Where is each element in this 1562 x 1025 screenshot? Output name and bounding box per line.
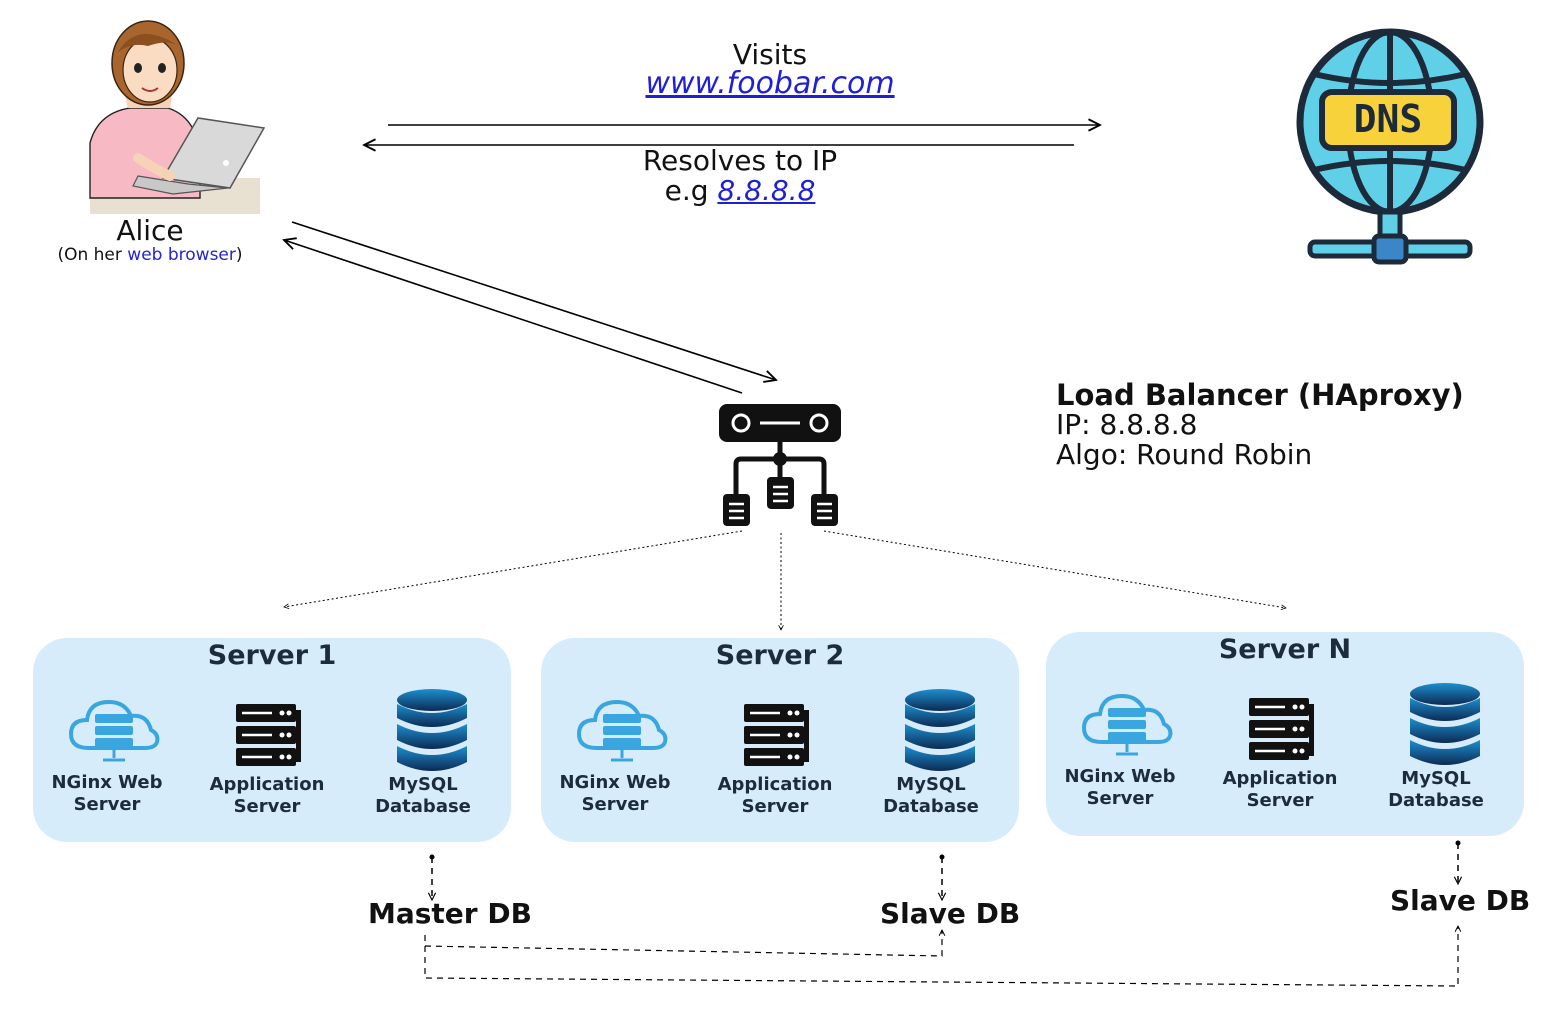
server-2-db-dot [939,854,945,860]
visits-url-link[interactable]: www.foobar.com [645,66,895,101]
server-2-title: Server 2 [715,640,845,671]
resolves-example: e.g 8.8.8.8 [600,176,880,206]
nginx-label-line2: Server [1086,788,1154,809]
mysql-database-icon [397,689,467,771]
load-balancer-algo: Algo: Round Robin [1056,438,1313,471]
application-server-rack-icon [742,702,811,768]
nginx-label-line2: Server [581,794,649,815]
server-n-db-dot [1455,840,1461,846]
server-1-title: Server 1 [207,640,337,671]
application-server-rack-icon [1247,696,1316,762]
resolves-label: Resolves to IP [642,144,838,177]
lb-to-server-n-edge [823,530,1286,608]
alice-subtitle: (On her web browser) [30,245,270,265]
mysql-database-icon [1410,683,1480,765]
nginx-cloud-server-icon [577,700,668,762]
mysql-database-icon [905,689,975,771]
load-balancer-icon [719,404,841,526]
nginx-label-line1: NGinx Web [1064,766,1176,787]
request-arrow-to-load-balancer [291,221,776,380]
mysql-label-line1: MySQL [388,774,458,795]
mysql-label-line2: Database [375,796,471,817]
example-ip-link[interactable]: 8.8.8.8 [717,174,816,207]
mysql-label-line2: Database [883,796,979,817]
dns-badge-text: DNS [1354,97,1423,141]
replication-edge-to-server-n [424,926,1458,987]
mysql-label-line1: MySQL [896,774,966,795]
mysql-label-line1: MySQL [1401,768,1471,789]
application-label-line1: Application [1222,768,1338,789]
globe-dns-icon: DNS [1296,28,1484,265]
slave-db-label-server-n: Slave DB [1390,884,1531,917]
nginx-label-line2: Server [73,794,141,815]
nginx-cloud-server-icon [69,700,160,762]
response-arrow-from-load-balancer [284,240,743,394]
web-browser-link[interactable]: web browser [127,245,236,265]
nginx-label-line1: NGinx Web [559,772,671,793]
user-with-laptop-icon [89,20,266,214]
server-1-db-dot [429,854,435,860]
alice-subtitle-open: (On her [57,245,128,265]
load-balancer-ip: IP: 8.8.8.8 [1056,408,1198,441]
application-label-line2: Server [741,796,809,817]
nginx-cloud-server-icon [1082,694,1173,756]
load-balancer-title: Load Balancer (HAproxy) [1056,378,1464,412]
server-n-title: Server N [1218,634,1352,665]
visits-label: Visits [732,38,808,71]
nginx-label-line1: NGinx Web [51,772,163,793]
application-label-line2: Server [1246,790,1314,811]
application-label-line2: Server [233,796,301,817]
replication-edge-to-server-2 [424,930,942,957]
slave-db-label-server-2: Slave DB [880,897,1021,930]
application-label-line1: Application [717,774,833,795]
lb-to-server-1-edge [284,530,743,607]
application-label-line1: Application [209,774,325,795]
alice-subtitle-close: ) [235,245,243,265]
example-prefix: e.g [664,174,718,207]
alice-name: Alice [116,214,184,247]
application-server-rack-icon [234,702,303,768]
master-db-label: Master DB [368,897,532,930]
mysql-label-line2: Database [1388,790,1484,811]
